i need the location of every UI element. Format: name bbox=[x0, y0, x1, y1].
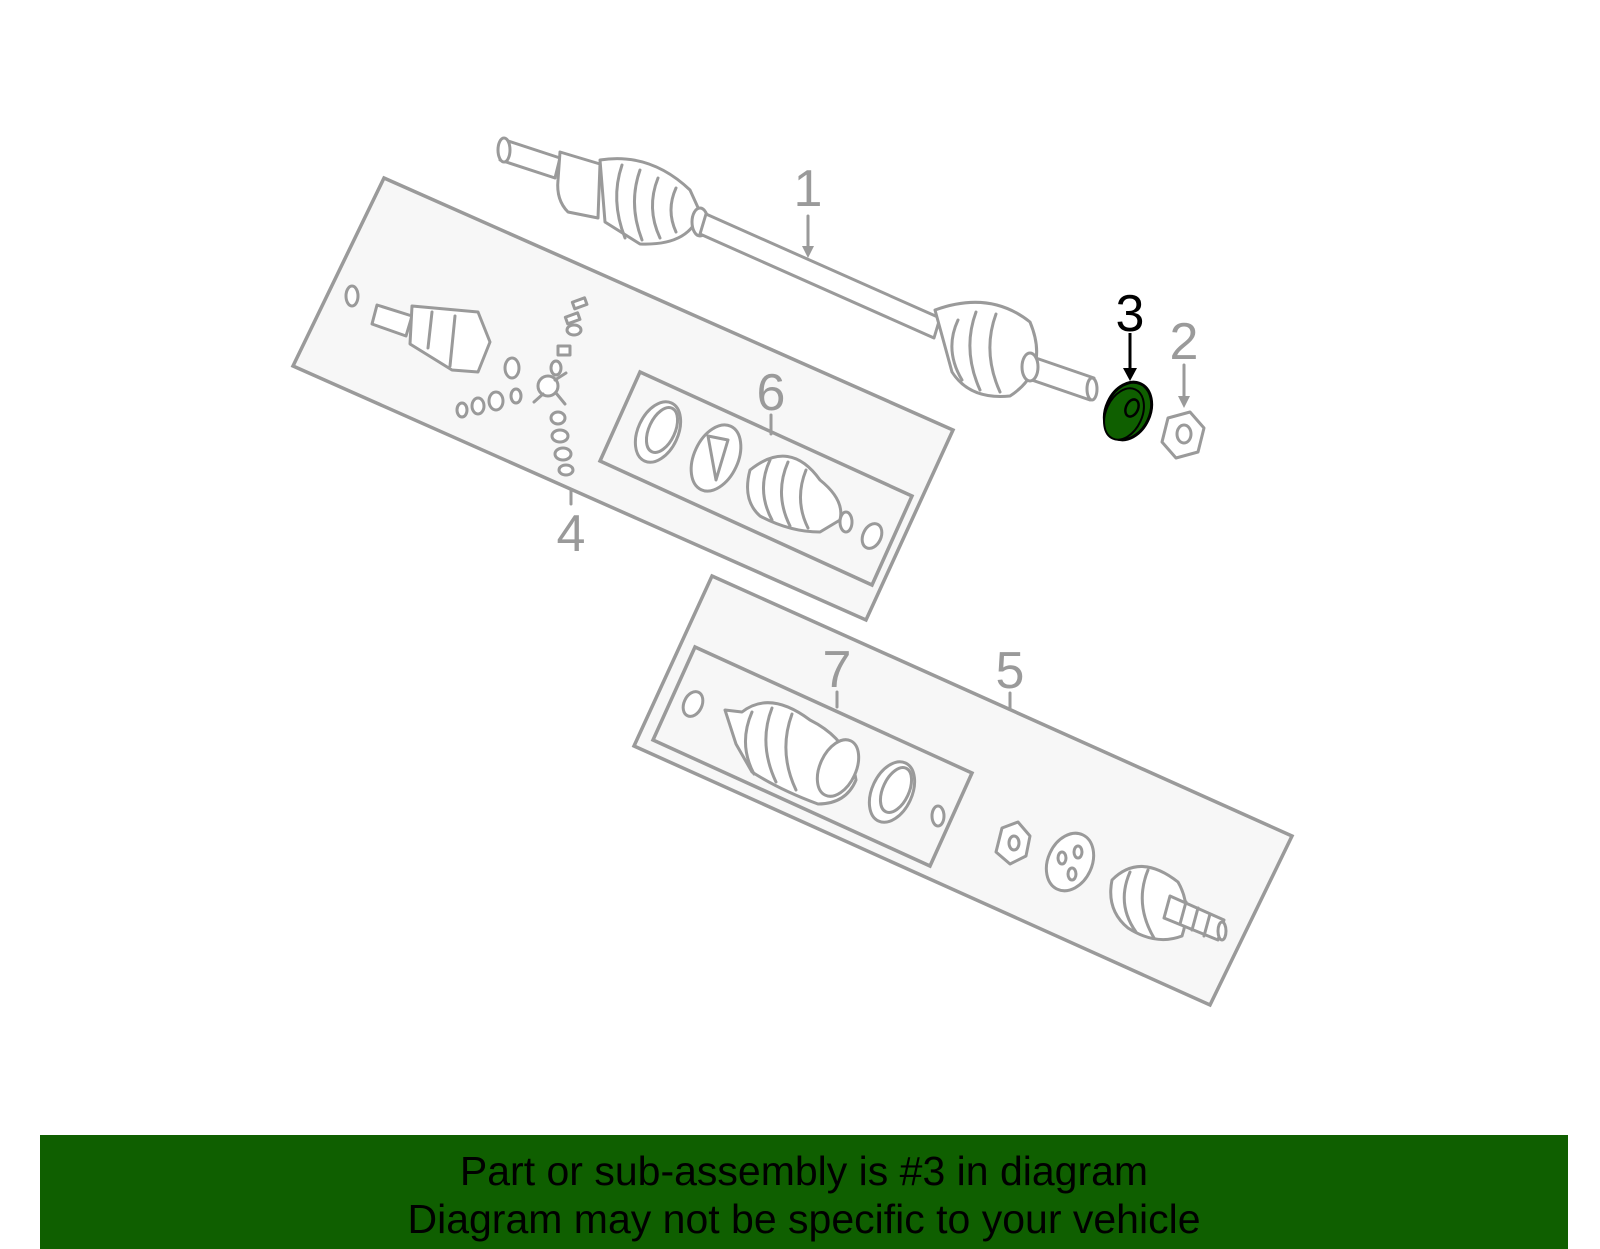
leader-lines bbox=[569, 214, 1190, 710]
callout-4: 4 bbox=[557, 505, 586, 563]
inner-joint-parts bbox=[344, 284, 589, 477]
callout-6: 6 bbox=[757, 364, 786, 422]
banner-line-1: Part or sub-assembly is #3 in diagram bbox=[459, 1148, 1149, 1194]
inner-boot-kit bbox=[633, 400, 884, 550]
callout-3: 3 bbox=[1116, 285, 1145, 343]
callout-1: 1 bbox=[794, 160, 823, 218]
callout-2: 2 bbox=[1170, 313, 1199, 371]
outer-boot-kit bbox=[681, 690, 946, 828]
callout-5: 5 bbox=[996, 642, 1025, 700]
info-banner: Part or sub-assembly is #3 in diagram Di… bbox=[40, 1135, 1568, 1249]
callout-7: 7 bbox=[823, 641, 852, 699]
outer-joint-parts bbox=[994, 820, 1228, 942]
axle-shaft-assembly bbox=[496, 136, 1099, 402]
washer-part-3 bbox=[1102, 380, 1154, 442]
banner-line-2: Diagram may not be specific to your vehi… bbox=[407, 1196, 1201, 1242]
nut-part-2 bbox=[1160, 410, 1206, 460]
